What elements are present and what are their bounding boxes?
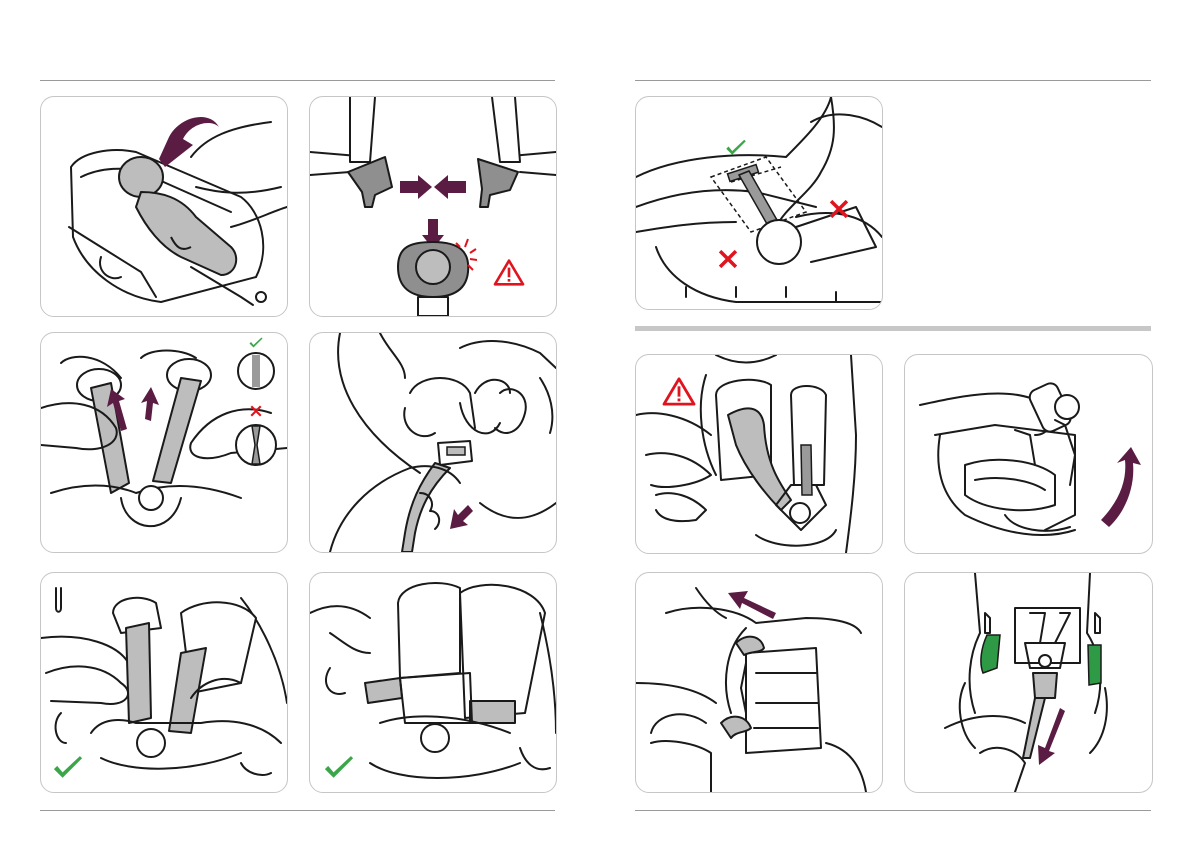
- check-icon: [325, 756, 353, 778]
- cross-icon: [830, 200, 848, 218]
- illustration-shoulder-straps: [41, 333, 287, 552]
- arrow-icon: [159, 117, 219, 167]
- arrow-icon: [1101, 447, 1141, 527]
- illustration-place-baby: [41, 97, 287, 316]
- panel-handle-position: [635, 96, 883, 310]
- illustration-tighten-strap: [310, 333, 556, 552]
- check-icon: [726, 140, 746, 155]
- arrow-icon: [1038, 708, 1065, 765]
- cross-icon: [719, 250, 737, 268]
- panel-tighten-adjuster-strap: [309, 332, 557, 553]
- bottom-rule-left: [40, 810, 555, 811]
- check-icon: [54, 756, 82, 778]
- arrow-icon: [728, 591, 776, 619]
- arrow-icon: [434, 175, 466, 199]
- panel-pull-shoulder-straps: [40, 332, 288, 553]
- illustration-rotate-seat: [905, 355, 1152, 553]
- section-divider: [635, 326, 1151, 331]
- top-rule-right: [635, 80, 1151, 81]
- panel-release-buckle: [904, 572, 1153, 793]
- arrow-icon: [400, 175, 432, 199]
- panel-place-baby: [40, 96, 288, 317]
- panel-join-buckle-tongues: [309, 96, 557, 317]
- panel-pull-out-strap: [635, 572, 883, 793]
- check-icon: [250, 338, 263, 348]
- panel-harness-correct-fit: [40, 572, 288, 793]
- illustration-harness-fit: [41, 573, 287, 792]
- illustration-handle-position: [636, 97, 882, 309]
- warning-icon: [664, 379, 694, 404]
- illustration-release-buckle: [905, 573, 1152, 792]
- panel-rotate-seat-shell: [904, 354, 1153, 554]
- illustration-join-buckle: [310, 97, 556, 316]
- bottom-rule-right: [635, 810, 1151, 811]
- arrow-icon: [141, 387, 159, 421]
- illustration-pull-strap: [636, 573, 882, 792]
- panel-harness-with-pads: [309, 572, 557, 793]
- warning-icon: [495, 261, 523, 285]
- panel-remove-harness-strap: [635, 354, 883, 554]
- illustration-harness-pads: [310, 573, 556, 792]
- arrow-icon: [450, 505, 473, 529]
- top-rule-left: [40, 80, 555, 81]
- illustration-remove-strap: [636, 355, 882, 553]
